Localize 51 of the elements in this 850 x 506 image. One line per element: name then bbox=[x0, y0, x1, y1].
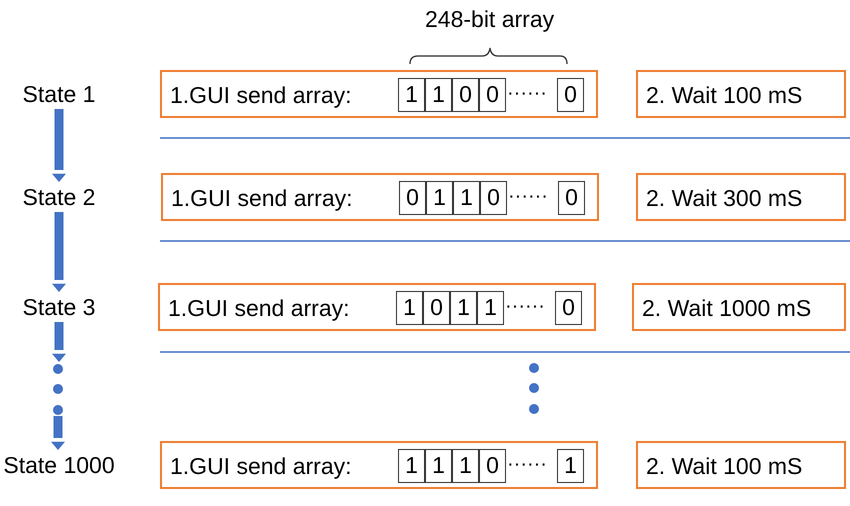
down-arrow bbox=[52, 109, 66, 182]
ellipsis: ······ bbox=[508, 184, 548, 209]
bit-cell: 1 bbox=[425, 449, 452, 483]
wait-text: 2. Wait 1000 mS bbox=[642, 294, 812, 323]
down-arrow bbox=[52, 212, 66, 292]
bit-cell: 1 bbox=[396, 291, 423, 325]
step-text: 1.GUI send array: bbox=[170, 81, 352, 110]
bit-cell: 0 bbox=[557, 78, 584, 112]
array-panel bbox=[161, 173, 599, 221]
bit-cell: 1 bbox=[425, 78, 452, 112]
bit-cell: 1 bbox=[426, 181, 453, 215]
state-label: State 1000 bbox=[0, 450, 118, 480]
wait-box bbox=[636, 173, 846, 221]
array-size-label: 248-bit array bbox=[425, 6, 554, 33]
wait-box bbox=[636, 70, 846, 118]
bit-cell: 0 bbox=[480, 181, 507, 215]
array-panel bbox=[160, 70, 598, 118]
wait-text: 2. Wait 300 mS bbox=[646, 184, 802, 213]
ellipsis: ······ bbox=[507, 81, 547, 106]
state-label: State 1 bbox=[0, 79, 118, 109]
bit-cell: 1 bbox=[452, 449, 479, 483]
array-panel bbox=[158, 283, 596, 331]
wait-text: 2. Wait 100 mS bbox=[646, 81, 802, 110]
vertical-ellipsis bbox=[52, 362, 64, 416]
bit-cell: 1 bbox=[477, 291, 504, 325]
wait-box bbox=[636, 441, 846, 489]
down-arrow bbox=[52, 322, 66, 362]
bit-cell: 0 bbox=[558, 181, 585, 215]
ellipsis: ······ bbox=[507, 452, 547, 477]
step-text: 1.GUI send array: bbox=[171, 184, 353, 213]
state-label: State 3 bbox=[0, 292, 118, 322]
vertical-ellipsis bbox=[528, 361, 540, 415]
ellipsis: ······ bbox=[505, 294, 545, 319]
bit-cell: 0 bbox=[479, 449, 506, 483]
step-text: 1.GUI send array: bbox=[170, 452, 352, 481]
state-label: State 2 bbox=[0, 182, 118, 212]
down-arrow bbox=[51, 416, 65, 450]
bit-cell: 1 bbox=[453, 181, 480, 215]
bit-cell: 1 bbox=[398, 449, 425, 483]
wait-text: 2. Wait 100 mS bbox=[646, 452, 802, 481]
wait-box bbox=[632, 283, 846, 331]
bit-cell: 0 bbox=[423, 291, 450, 325]
bit-cell: 1 bbox=[557, 449, 584, 483]
bit-cell: 1 bbox=[450, 291, 477, 325]
bit-cell: 0 bbox=[452, 78, 479, 112]
array-panel bbox=[160, 441, 598, 489]
step-text: 1.GUI send array: bbox=[168, 294, 350, 323]
bit-cell: 0 bbox=[399, 181, 426, 215]
bit-cell: 0 bbox=[555, 291, 582, 325]
bit-cell: 1 bbox=[398, 78, 425, 112]
bit-cell: 0 bbox=[479, 78, 506, 112]
